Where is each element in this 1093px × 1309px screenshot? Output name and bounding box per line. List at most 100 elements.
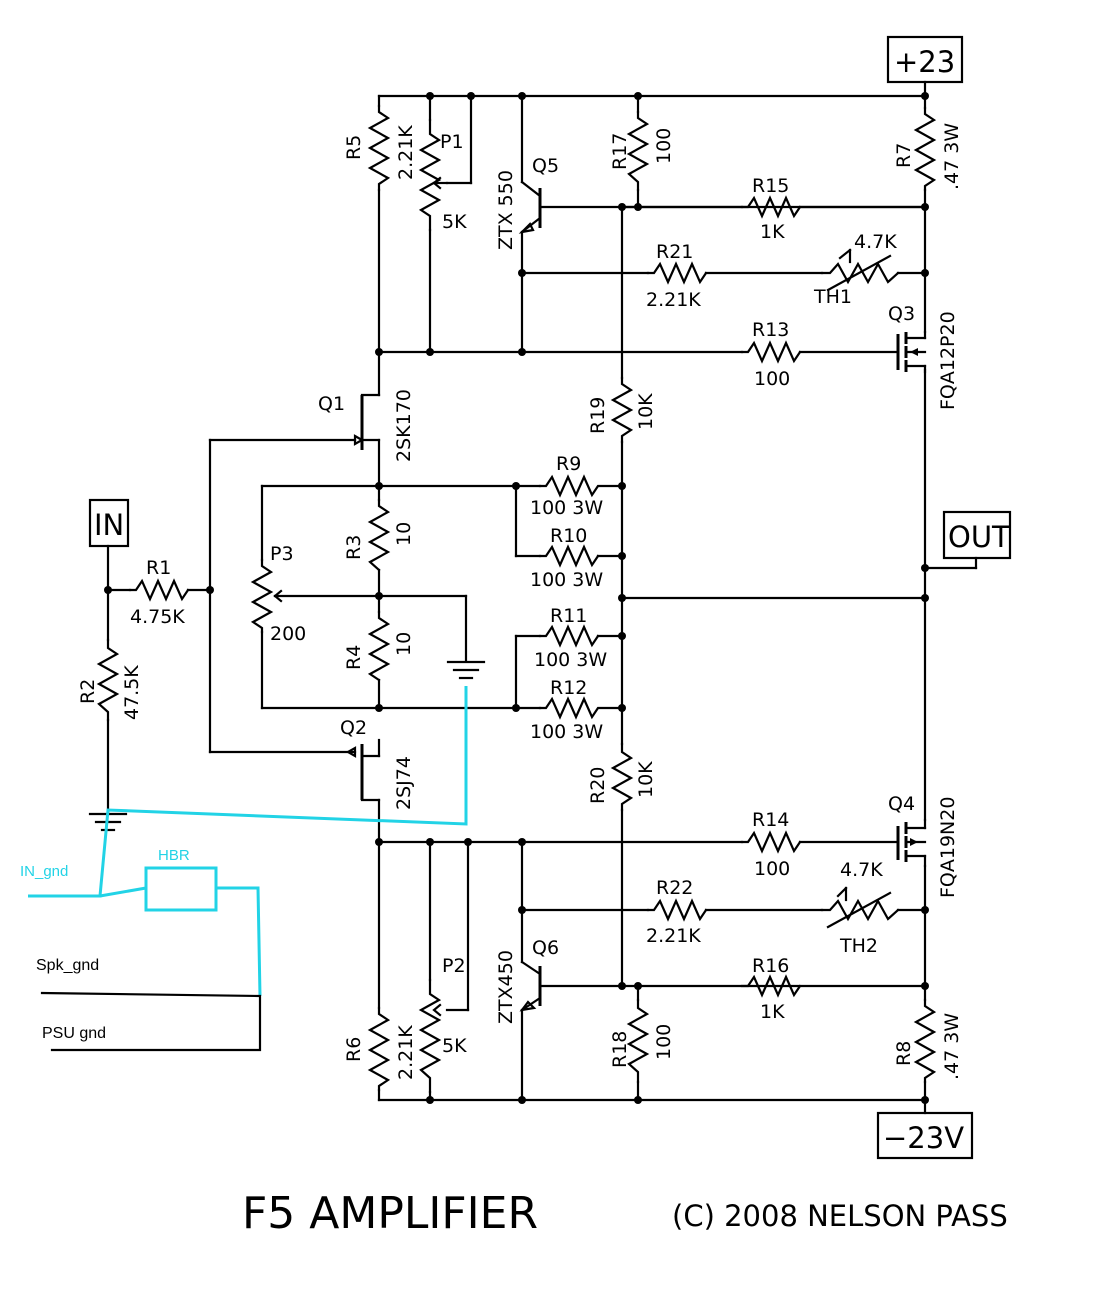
resistor-r16: R16 1K bbox=[740, 955, 802, 1023]
spk-gnd-label: Spk_gnd bbox=[36, 957, 99, 974]
transistor-q6: Q6 ZTX450 bbox=[495, 937, 559, 1024]
resistor-r19: R19 10K bbox=[587, 376, 657, 444]
resistor-r3: R3 10 bbox=[343, 498, 415, 572]
r14-value: 100 bbox=[754, 858, 790, 880]
schematic-title: F5 AMPLIFIER bbox=[242, 1188, 538, 1239]
hbr-label: HBR bbox=[158, 847, 190, 864]
th1-ref: TH1 bbox=[813, 286, 852, 308]
r12-ref: R12 bbox=[550, 677, 587, 699]
pot-p1: P1 5K bbox=[418, 118, 467, 233]
resistor-r15: R15 1K bbox=[740, 175, 802, 243]
r4-ref: R4 bbox=[343, 645, 365, 670]
r17-value: 100 bbox=[653, 128, 675, 164]
transistor-q4: Q4 FQA19N20 bbox=[888, 793, 959, 898]
wires bbox=[106, 80, 978, 1115]
resistor-r6: R6 2.21K bbox=[343, 1006, 417, 1092]
r11-ref: R11 bbox=[550, 605, 587, 627]
r20-value: 10K bbox=[635, 761, 657, 798]
resistor-r18: R18 100 bbox=[609, 998, 675, 1084]
ground-bus-lines: Spk_gnd PSU gnd bbox=[36, 957, 262, 1052]
pot-p3: P3 200 bbox=[250, 543, 306, 645]
r6-ref: R6 bbox=[343, 1037, 365, 1062]
r22-ref: R22 bbox=[656, 877, 693, 899]
r17-ref: R17 bbox=[609, 133, 631, 170]
r21-value: 2.21K bbox=[646, 289, 701, 311]
r9-ref: R9 bbox=[556, 453, 581, 475]
r1-ref: R1 bbox=[146, 557, 171, 579]
ground-annotation-overlay: IN_gnd HBR bbox=[20, 686, 468, 997]
resistor-r2: R2 47.5K bbox=[77, 638, 143, 722]
th2-ref: TH2 bbox=[839, 935, 878, 957]
q2-part: 2SJ74 bbox=[393, 756, 415, 810]
resistor-r12: R12 100 3W bbox=[530, 677, 624, 743]
r4-value: 10 bbox=[393, 632, 415, 656]
p3-value: 200 bbox=[270, 623, 306, 645]
transistor-q2: Q2 2SJ74 bbox=[340, 717, 415, 810]
resistor-r22: R22 2.21K bbox=[646, 877, 708, 947]
q4-ref: Q4 bbox=[888, 793, 915, 815]
q2-ref: Q2 bbox=[340, 717, 367, 739]
q4-part: FQA19N20 bbox=[937, 797, 959, 898]
r2-value: 47.5K bbox=[121, 665, 143, 720]
r10-ref: R10 bbox=[550, 525, 587, 547]
copyright-notice: (C) 2008 NELSON PASS bbox=[672, 1199, 1008, 1233]
resistor-r1: R1 4.75K bbox=[128, 557, 190, 628]
r1-value: 4.75K bbox=[130, 606, 185, 628]
r16-ref: R16 bbox=[752, 955, 789, 977]
transistor-q3: Q3 FQA12P20 bbox=[888, 303, 959, 410]
in-gnd-label: IN_gnd bbox=[20, 863, 68, 880]
r19-ref: R19 bbox=[587, 397, 609, 434]
resistor-r17: R17 100 bbox=[609, 110, 675, 192]
resistor-r13: R13 100 bbox=[740, 319, 802, 390]
q6-ref: Q6 bbox=[532, 937, 559, 959]
hbr-box bbox=[144, 866, 218, 912]
r10-value: 100 3W bbox=[530, 569, 603, 591]
resistor-r10: R10 100 3W bbox=[530, 525, 603, 591]
ground-symbol-center bbox=[446, 660, 486, 680]
q3-part: FQA12P20 bbox=[937, 311, 959, 410]
r13-ref: R13 bbox=[752, 319, 789, 341]
thermistor-th1: 4.7K TH1 bbox=[813, 231, 900, 308]
q3-ref: Q3 bbox=[888, 303, 915, 325]
r18-ref: R18 bbox=[609, 1031, 631, 1068]
resistor-r5: R5 2.21K bbox=[343, 104, 417, 192]
r6-value: 2.21K bbox=[395, 1025, 417, 1080]
resistor-r4: R4 10 bbox=[343, 610, 415, 682]
r12-value: 100 3W bbox=[530, 721, 603, 743]
r3-ref: R3 bbox=[343, 535, 365, 560]
r20-ref: R20 bbox=[587, 767, 609, 804]
r5-value: 2.21K bbox=[395, 125, 417, 180]
th1-value: 4.7K bbox=[854, 231, 897, 253]
resistor-r8: R8 .47 3W bbox=[893, 998, 963, 1084]
p2-ref: P2 bbox=[442, 955, 466, 977]
r16-value: 1K bbox=[760, 1001, 785, 1023]
resistor-r21: R21 2.21K bbox=[646, 241, 708, 311]
resistor-r9: R9 100 3W bbox=[530, 453, 624, 519]
thermistor-th2: 4.7K TH2 bbox=[820, 859, 900, 957]
resistor-r11: R11 100 3W bbox=[534, 605, 607, 671]
r21-ref: R21 bbox=[656, 241, 693, 263]
r14-ref: R14 bbox=[752, 809, 789, 831]
p3-ref: P3 bbox=[270, 543, 294, 565]
r18-value: 100 bbox=[653, 1024, 675, 1060]
q6-part: ZTX450 bbox=[495, 950, 517, 1024]
p1-value: 5K bbox=[442, 211, 467, 233]
q1-ref: Q1 bbox=[318, 393, 345, 415]
r15-value: 1K bbox=[760, 221, 785, 243]
r11-value: 100 3W bbox=[534, 649, 607, 671]
r13-value: 100 bbox=[754, 368, 790, 390]
r7-ref: R7 bbox=[893, 143, 915, 168]
pot-p2: P2 5K bbox=[418, 955, 467, 1094]
p1-ref: P1 bbox=[440, 131, 464, 153]
r9-value: 100 3W bbox=[530, 497, 603, 519]
resistor-r20: R20 10K bbox=[587, 742, 657, 812]
r2-ref: R2 bbox=[77, 679, 99, 704]
r19-value: 10K bbox=[635, 393, 657, 430]
resistor-r14: R14 100 bbox=[740, 809, 802, 880]
r8-ref: R8 bbox=[893, 1041, 915, 1066]
p2-value: 5K bbox=[442, 1035, 467, 1057]
r22-value: 2.21K bbox=[646, 925, 701, 947]
vplus-label: +23 bbox=[894, 45, 955, 79]
r3-value: 10 bbox=[393, 522, 415, 546]
